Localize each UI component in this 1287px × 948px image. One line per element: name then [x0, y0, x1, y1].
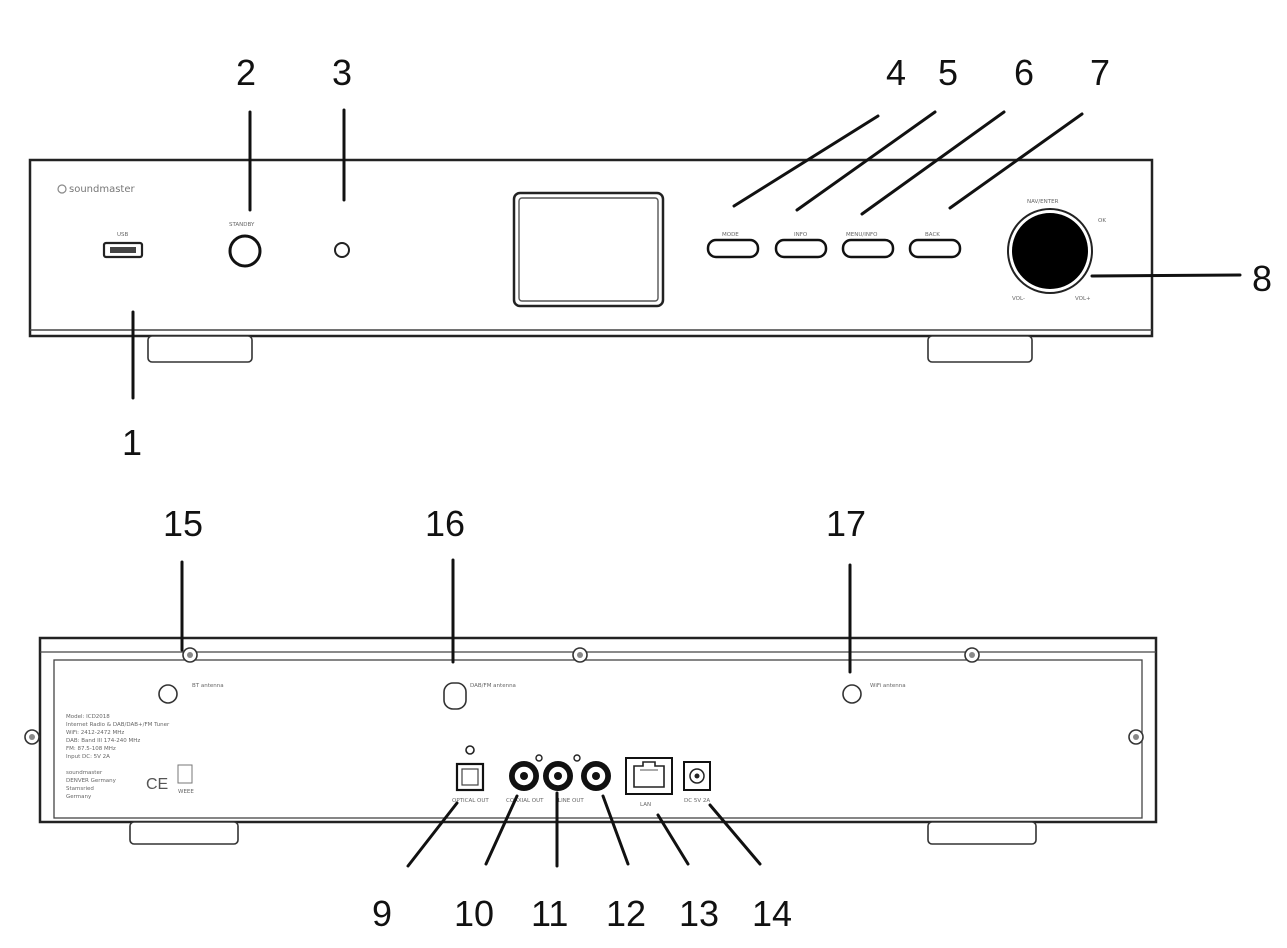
knob-ok-label: OK [1098, 218, 1106, 224]
callout-11: 11 [531, 893, 568, 934]
optical-out-label: OPTICAL OUT [452, 798, 489, 804]
volume-navigation-knob-face [1012, 213, 1088, 289]
callout-4: 4 [886, 52, 906, 93]
rating-line: WiFi: 2412-2472 MHz [66, 730, 124, 736]
leader-line-9 [406, 801, 459, 868]
back-button-label: BACK [925, 232, 940, 238]
front-button-row: MODE INFO MENU/INFO BACK [706, 232, 962, 259]
mode-button[interactable] [706, 238, 760, 259]
callout-15: 15 [163, 503, 203, 544]
leader-line-7 [948, 112, 1084, 210]
brand-name: soundmaster [69, 184, 136, 195]
callout-17: 17 [826, 503, 866, 544]
optical-out-port-inner [461, 768, 479, 786]
callout-9: 9 [372, 893, 392, 934]
screw-icon [187, 652, 193, 658]
rating-line: Model: ICD2018 [66, 714, 110, 720]
coaxial-out-port-pin [520, 772, 528, 780]
info-button-label: INFO [794, 232, 808, 238]
rating-label: Model: ICD2018 Internet Radio & DAB/DAB+… [66, 714, 194, 800]
callout-2: 2 [236, 52, 256, 93]
dab-fm-antenna-connector[interactable] [443, 682, 467, 710]
standby-button[interactable] [228, 234, 262, 268]
leader-line-10 [484, 794, 519, 866]
back-foot-right [927, 821, 1037, 845]
display-screen [518, 197, 659, 302]
callout-16: 16 [425, 503, 465, 544]
maker-line: soundmaster [66, 770, 103, 776]
line-out-r-indicator [573, 754, 581, 762]
usb-label: USB [117, 232, 129, 238]
callout-1: 1 [122, 422, 142, 463]
coaxial-out-label: COAXIAL OUT [506, 798, 544, 804]
wifi-antenna-connector[interactable] [842, 684, 862, 704]
line-out-label: LINE OUT [558, 798, 584, 804]
back-panel: BT antenna DAB/FM antenna WiFi antenna M… [24, 636, 1158, 845]
leader-line-4 [732, 114, 880, 208]
maker-line: DENVER Germany [66, 778, 117, 784]
rating-line: Input DC: 5V 2A [66, 754, 110, 760]
leader-line-6 [860, 110, 1006, 216]
knob-top-label: NAV/ENTER [1027, 199, 1059, 205]
back-foot-left [129, 821, 239, 845]
callout-7: 7 [1090, 52, 1110, 93]
wifi-antenna-label: WiFi antenna [870, 683, 906, 689]
lan-port-socket [633, 761, 665, 788]
callout-numbers: 1 2 3 4 5 6 7 8 9 10 11 12 13 14 15 16 1… [122, 52, 1272, 934]
usb-port-tongue [110, 247, 136, 253]
weee-bar-icon [177, 764, 193, 784]
rating-line: DAB: Band III 174-240 MHz [66, 738, 140, 744]
leader-line-14 [708, 803, 762, 866]
leader-line-8 [1090, 273, 1242, 278]
line-out-l-indicator [535, 754, 543, 762]
back-panel-body [38, 636, 1158, 824]
ce-mark: CE [146, 776, 168, 793]
line-out-left-port-pin [554, 772, 562, 780]
optical-led-indicator [465, 745, 475, 755]
ir-sensor-icon [334, 242, 350, 258]
info-button[interactable] [774, 238, 828, 259]
mode-button-label: MODE [722, 232, 739, 238]
lan-label: LAN [640, 802, 651, 808]
leader-lines [131, 108, 1242, 868]
dc-in-label: DC 5V 2A [684, 798, 710, 804]
callout-3: 3 [332, 52, 352, 93]
brand-logo-icon [57, 184, 67, 194]
front-foot-left [147, 335, 253, 363]
screw-icon [29, 734, 35, 740]
front-panel: soundmaster USB STANDBY MODE INFO MENU/I… [28, 158, 1154, 363]
callout-13: 13 [679, 893, 719, 934]
screw-icon [969, 652, 975, 658]
leader-line-12 [601, 794, 630, 866]
maker-line: Stamsried [66, 786, 94, 792]
bt-antenna-label: BT antenna [192, 683, 224, 689]
callout-8: 8 [1252, 258, 1272, 299]
callout-12: 12 [606, 893, 646, 934]
weee-icon: WEEE [178, 789, 194, 795]
callout-14: 14 [752, 893, 792, 934]
back-button[interactable] [908, 238, 962, 259]
maker-line: Germany [66, 794, 92, 800]
screws [24, 647, 1144, 745]
rating-line: Internet Radio & DAB/DAB+/FM Tuner [66, 722, 170, 728]
callout-5: 5 [938, 52, 958, 93]
bt-antenna-connector[interactable] [158, 684, 178, 704]
rating-line: FM: 87.5-108 MHz [66, 746, 116, 752]
front-foot-right [927, 335, 1033, 363]
dc-in-port-pin [694, 773, 700, 779]
callout-10: 10 [454, 893, 494, 934]
screw-icon [1133, 734, 1139, 740]
knob-vol-down-label: VOL- [1012, 296, 1025, 302]
leader-line-5 [795, 110, 937, 212]
menu-info-button-label: MENU/INFO [846, 232, 878, 238]
standby-label: STANDBY [229, 222, 255, 228]
leader-line-13 [656, 813, 690, 866]
knob-vol-up-label: VOL+ [1075, 296, 1091, 302]
menu-info-button[interactable] [841, 238, 895, 259]
line-out-right-port-pin [592, 772, 600, 780]
callout-6: 6 [1014, 52, 1034, 93]
dab-fm-antenna-label: DAB/FM antenna [470, 683, 516, 689]
screw-icon [577, 652, 583, 658]
